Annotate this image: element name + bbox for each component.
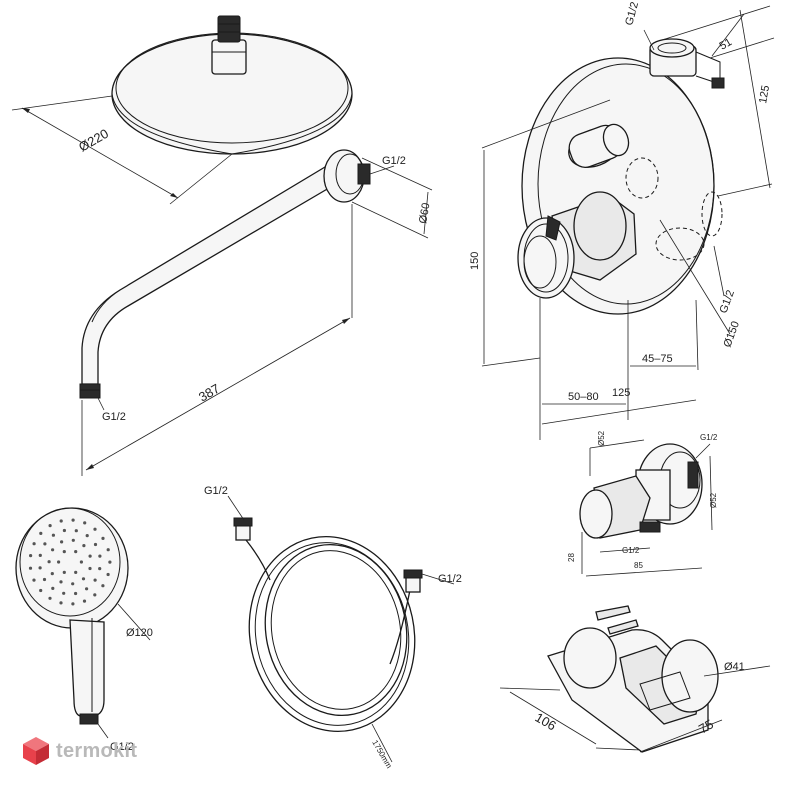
nozzle-dot <box>83 521 87 525</box>
wall-outlet: Ø52 G1/2 Ø52 28 G1/2 85 <box>567 430 718 577</box>
nozzle-dot <box>106 548 110 552</box>
nozzle-dot <box>93 578 97 582</box>
nozzle-dot <box>57 560 61 564</box>
outlet-thread-top-label: G1/2 <box>700 433 718 442</box>
nozzle-dot <box>29 554 33 558</box>
nozzle-dot <box>60 540 64 544</box>
nozzle-dot <box>85 587 89 591</box>
nozzle-dot <box>81 577 86 581</box>
mixer-thread-top-label: G1/2 <box>623 1 641 27</box>
nozzle-dot <box>74 550 78 554</box>
nozzle-dots <box>28 518 112 606</box>
logo-text: termokit <box>56 739 138 762</box>
nozzle-dot <box>42 577 47 582</box>
hand-shower: Ø120 G1/2 <box>15 507 153 753</box>
nozzle-dot <box>28 566 33 570</box>
holder-dim-75-label: 75 <box>696 716 716 736</box>
mixer-dim-50-80-label: 50–80 <box>568 391 599 403</box>
nozzle-dot <box>74 591 78 596</box>
mixer-dim-height-right-label: 125 <box>757 84 772 104</box>
nozzle-dot <box>74 570 78 575</box>
holder-dim-106-label: 106 <box>533 710 559 734</box>
hand-diameter-label: Ø120 <box>126 627 153 639</box>
outlet-thread-bottom-label: G1/2 <box>622 546 640 555</box>
arm-length-label: 387 <box>196 381 222 405</box>
mixer-dim-125-label: 125 <box>612 387 630 399</box>
nozzle-dot <box>62 570 66 575</box>
nozzle-dot <box>71 602 75 606</box>
nozzle-dot <box>62 528 66 533</box>
arm-thread-top-label: G1/2 <box>382 155 406 167</box>
nozzle-dot <box>39 531 43 536</box>
nozzle-dot <box>48 596 52 600</box>
nozzle-dot <box>59 519 63 523</box>
nozzle-dot <box>59 580 63 584</box>
overhead-shower: Ø220 <box>11 15 353 205</box>
nozzle-dot <box>106 572 110 577</box>
mixer-dim-45-75-label: 45–75 <box>642 353 673 365</box>
nozzle-dot <box>71 518 75 522</box>
nozzle-dot <box>88 554 92 558</box>
overhead-diameter-label: Ø220 <box>76 126 111 155</box>
arm-thread-bottom-label: G1/2 <box>102 411 126 423</box>
outlet-dim-width-label: 85 <box>634 561 643 570</box>
shower-hose: G1/2 G1/2 1750mm <box>204 485 462 770</box>
nozzle-dot <box>79 560 83 564</box>
nozzle-dot <box>98 567 102 571</box>
nozzle-dot <box>32 578 36 582</box>
outlet-dim-top-label: Ø52 <box>597 430 606 446</box>
nozzle-dot <box>88 566 92 571</box>
mixer-plate-diameter-label: Ø150 <box>722 320 742 349</box>
nozzle-dot <box>85 534 89 538</box>
shower-holder: 106 75 Ø41 <box>499 627 771 753</box>
nozzle-dot <box>38 566 42 570</box>
nozzle-dot <box>51 533 56 537</box>
cube-logo-icon <box>23 737 49 765</box>
hose-thread-right-label: G1/2 <box>438 573 462 585</box>
nozzle-dot <box>71 582 75 586</box>
outlet-dim-height-label: Ø52 <box>709 492 718 508</box>
shower-arm: G1/2 Ø60 387 G1/2 <box>79 149 433 476</box>
mixer-dim-height-left-label: 150 <box>469 252 481 270</box>
nozzle-dot <box>101 536 105 541</box>
nozzle-dot <box>71 538 75 542</box>
nozzle-dot <box>62 550 66 554</box>
nozzle-dot <box>108 560 112 564</box>
nozzle-dot <box>59 601 63 605</box>
nozzle-dot <box>62 591 66 595</box>
nozzle-dot <box>48 524 52 528</box>
nozzle-dot <box>47 560 51 564</box>
nozzle-dot <box>50 572 54 576</box>
mixer-thread-right-label: G1/2 <box>718 289 737 316</box>
mixer-dim-top-width-label: 51 <box>718 36 735 53</box>
brand-logo: termokit <box>22 736 137 766</box>
nozzle-dot <box>98 554 102 558</box>
hand-thread-label: G1/2 <box>110 741 134 753</box>
nozzle-dot <box>74 529 78 533</box>
outlet-dim-28-label: 28 <box>567 553 576 562</box>
nozzle-dot <box>43 542 47 546</box>
nozzle-dot <box>82 599 87 603</box>
nozzle-dot <box>51 586 55 591</box>
nozzle-dot <box>38 553 42 558</box>
hose-thread-left-label: G1/2 <box>204 485 228 497</box>
arm-flange-label: Ø60 <box>417 202 432 225</box>
nozzle-dot <box>82 544 86 548</box>
nozzle-dot <box>93 593 97 597</box>
nozzle-dot <box>101 584 105 588</box>
nozzle-dot <box>39 588 43 593</box>
nozzle-dot <box>32 542 36 546</box>
mixer: G1/2 51 125 150 G1/2 Ø150 45–75 50–80 12… <box>469 1 775 440</box>
nozzle-dot <box>93 542 98 547</box>
holder-diameter-label: Ø41 <box>724 661 745 673</box>
nozzle-dot <box>51 548 55 552</box>
nozzle-dot <box>93 527 97 531</box>
